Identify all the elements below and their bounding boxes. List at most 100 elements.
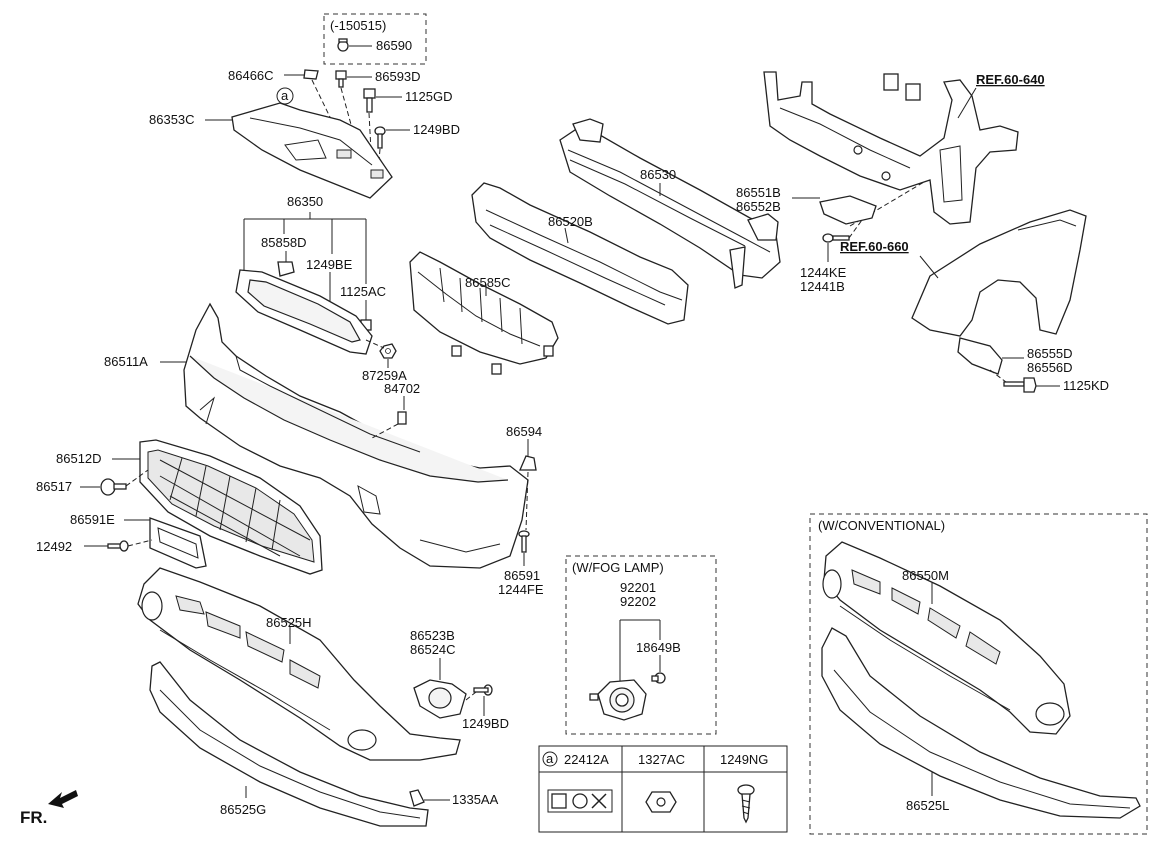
part-86353C[interactable]: 86353C bbox=[149, 112, 195, 127]
bumper-beam-group: 86530 bbox=[559, 118, 781, 289]
body-panel-group: REF.60-640 86551B 86552B 1244KE 12441B bbox=[736, 71, 1045, 294]
part-86555D[interactable]: 86555D bbox=[1027, 346, 1073, 361]
clip-1335AA-icon bbox=[409, 789, 425, 807]
legend-table: a 22412A 1327AC 1249NG bbox=[538, 745, 788, 833]
screw-1249BD-bottom-icon bbox=[473, 684, 493, 696]
part-86556D[interactable]: 86556D bbox=[1027, 360, 1073, 375]
fog-bracket-group: 86523B 86524C 1249BD bbox=[410, 628, 509, 731]
radiator-support-shape bbox=[763, 71, 1019, 225]
part-86591[interactable]: 86591 bbox=[504, 568, 540, 583]
part-86466C[interactable]: 86466C bbox=[228, 68, 274, 83]
beam-86530-shape bbox=[559, 129, 781, 279]
date-range-box: (-150515) 86590 bbox=[323, 13, 427, 65]
lower-trim-86525G-shape bbox=[149, 661, 429, 827]
energy-absorber-group: 86520B bbox=[471, 182, 689, 325]
part-86530[interactable]: 86530 bbox=[640, 167, 676, 182]
grille-bracket-group: 86585C bbox=[409, 251, 559, 375]
front-direction-indicator: FR. bbox=[20, 790, 78, 827]
part-86585C[interactable]: 86585C bbox=[465, 275, 511, 290]
clip-84702-icon bbox=[397, 411, 407, 425]
part-86552B[interactable]: 86552B bbox=[736, 199, 781, 214]
legend-header-1327AC: 1327AC bbox=[638, 752, 685, 767]
upper-cover-86353C-shape bbox=[231, 102, 393, 199]
part-1249BD-bottom[interactable]: 1249BD bbox=[462, 716, 509, 731]
lower-cover-86525H-shape bbox=[137, 567, 461, 761]
screw-1249BD-top-icon bbox=[374, 126, 386, 149]
clip-86466C-icon bbox=[303, 69, 319, 80]
bulb-18649B-icon bbox=[651, 672, 666, 684]
conventional-variant-label: (W/CONVENTIONAL) bbox=[818, 518, 945, 533]
screw-12492-icon bbox=[107, 540, 129, 552]
part-18649B[interactable]: 18649B bbox=[636, 640, 681, 655]
part-86551B[interactable]: 86551B bbox=[736, 185, 781, 200]
legend-header-22412A: 22412A bbox=[564, 752, 609, 767]
legend-callout-a: a bbox=[546, 751, 554, 766]
part-1249BD-top[interactable]: 1249BD bbox=[413, 122, 460, 137]
part-86525L[interactable]: 86525L bbox=[906, 798, 949, 813]
part-12492[interactable]: 12492 bbox=[36, 539, 72, 554]
bumper-cover-group: 86511A 84702 86594 86591 1244FE bbox=[104, 302, 544, 597]
bracket-86585C-shape bbox=[409, 251, 559, 365]
clip-86593D-icon bbox=[335, 70, 347, 88]
part-1249BE[interactable]: 1249BE bbox=[306, 257, 353, 272]
part-86523B[interactable]: 86523B bbox=[410, 628, 455, 643]
part-86524C[interactable]: 86524C bbox=[410, 642, 456, 657]
fog-lamp-92201-icon bbox=[589, 679, 647, 721]
part-1125KD[interactable]: 1125KD bbox=[1063, 378, 1109, 393]
lower-cover-86550M-shape bbox=[823, 541, 1071, 735]
part-92202[interactable]: 92202 bbox=[620, 594, 656, 609]
part-84702[interactable]: 84702 bbox=[384, 381, 420, 396]
fender-group: REF.60-660 86555D 86556D 1125KD bbox=[840, 209, 1109, 393]
conventional-box: (W/CONVENTIONAL) 86550M 86525L bbox=[809, 513, 1148, 835]
part-86525H[interactable]: 86525H bbox=[266, 615, 312, 630]
ref-60-640[interactable]: REF.60-640 bbox=[976, 72, 1045, 87]
fender-shape bbox=[911, 209, 1087, 337]
part-86517[interactable]: 86517 bbox=[36, 479, 72, 494]
bracket-86555D-icon bbox=[957, 337, 1003, 375]
part-86520B[interactable]: 86520B bbox=[548, 214, 593, 229]
lower-trim-group: 86525G 1335AA bbox=[149, 661, 499, 827]
clip-86590-icon bbox=[337, 38, 349, 52]
bracket-86551B-icon bbox=[819, 195, 877, 225]
screw-1249NG-icon bbox=[737, 784, 755, 824]
upper-cover-group: 86466C 86593D 1125GD 1249BD a bbox=[149, 68, 460, 199]
callout-a-label: a bbox=[281, 88, 289, 103]
clip-86517-icon bbox=[100, 478, 127, 496]
part-86512D[interactable]: 86512D bbox=[56, 451, 102, 466]
part-92201[interactable]: 92201 bbox=[620, 580, 656, 595]
radiator-grille-group: 86350 85858D 1249BE 1125AC 87259A bbox=[235, 194, 407, 383]
date-range-label: (-150515) bbox=[330, 18, 386, 33]
fog-lamp-variant-label: (W/FOG LAMP) bbox=[572, 560, 664, 575]
part-85858D[interactable]: 85858D bbox=[261, 235, 307, 250]
part-86550M[interactable]: 86550M bbox=[902, 568, 949, 583]
fog-lamp-box: (W/FOG LAMP) 92201 92202 18649B bbox=[565, 555, 717, 735]
legend-header-1249NG: 1249NG bbox=[720, 752, 768, 767]
part-86525G[interactable]: 86525G bbox=[220, 802, 266, 817]
nut-1327AC-icon bbox=[645, 791, 677, 813]
screw-86591-icon bbox=[518, 530, 530, 553]
part-1244KE[interactable]: 1244KE bbox=[800, 265, 847, 280]
warning-label-22412A-icon bbox=[547, 789, 613, 813]
part-12441B[interactable]: 12441B bbox=[800, 279, 845, 294]
part-86594[interactable]: 86594 bbox=[506, 424, 542, 439]
bolt-1125KD-icon bbox=[1003, 377, 1037, 393]
fr-label: FR. bbox=[20, 808, 47, 827]
part-87259A[interactable]: 87259A bbox=[362, 368, 407, 383]
part-86591E[interactable]: 86591E bbox=[70, 512, 115, 527]
clip-85858D-icon bbox=[277, 261, 295, 277]
nut-87259A-icon bbox=[379, 343, 397, 359]
front-direction-arrow-icon bbox=[48, 790, 78, 808]
part-1125AC[interactable]: 1125AC bbox=[340, 284, 386, 299]
ref-60-660[interactable]: REF.60-660 bbox=[840, 239, 909, 254]
part-1125GD[interactable]: 1125GD bbox=[405, 89, 452, 104]
part-86511A[interactable]: 86511A bbox=[104, 354, 148, 369]
part-86593D[interactable]: 86593D bbox=[375, 69, 421, 84]
part-86350[interactable]: 86350 bbox=[287, 194, 323, 209]
clip-86594-icon bbox=[519, 455, 537, 471]
bolt-1125GD-icon bbox=[363, 88, 376, 113]
part-86590[interactable]: 86590 bbox=[376, 38, 412, 53]
part-1244FE[interactable]: 1244FE bbox=[498, 582, 544, 597]
lower-grille-group: 86512D 86517 86591E 12492 bbox=[36, 439, 323, 575]
part-1335AA[interactable]: 1335AA bbox=[452, 792, 499, 807]
